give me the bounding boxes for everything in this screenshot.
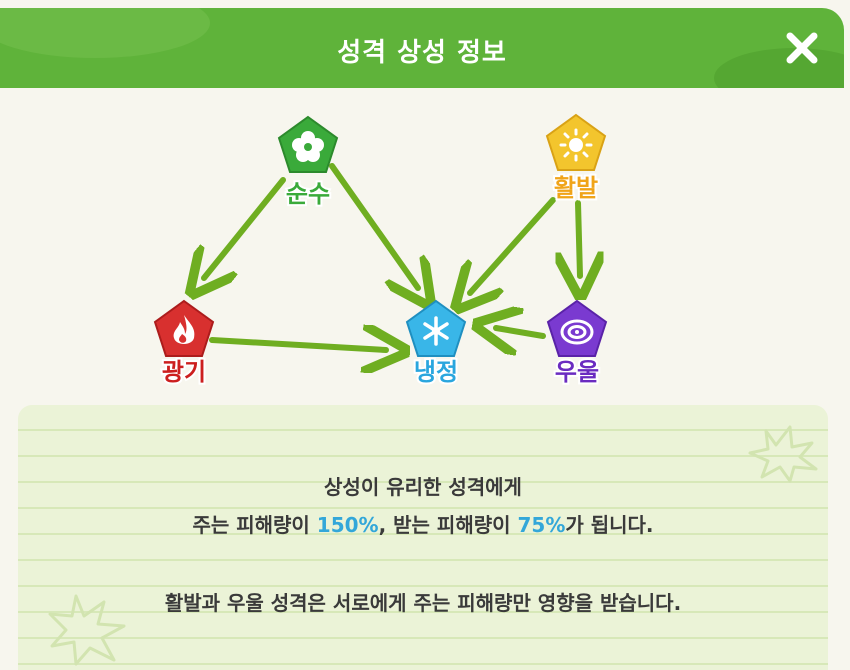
- personality-diagram: 순수 활발 광기: [0, 88, 850, 398]
- arrow-pure-to-cold: [329, 163, 418, 288]
- snowflake-icon: [405, 299, 467, 357]
- node-mania-label: 광기: [160, 356, 208, 388]
- damage-dealt-value: 150%: [316, 513, 379, 537]
- info-text: 가 됩니다.: [565, 513, 654, 537]
- star-decoration-icon: [48, 594, 126, 666]
- arrow-active-to-cold: [470, 197, 556, 293]
- star-decoration-icon: [748, 425, 818, 483]
- spiral-icon: [546, 299, 608, 357]
- node-pure-label: 순수: [284, 178, 332, 210]
- node-cold: [404, 298, 468, 362]
- sun-icon: [545, 113, 607, 171]
- arrow-mania-to-cold: [209, 340, 386, 350]
- flame-icon: [153, 299, 215, 357]
- popup-title: 성격 상성 정보: [337, 38, 507, 68]
- node-pure: [276, 114, 340, 178]
- close-button[interactable]: [784, 30, 820, 66]
- node-gloom: [545, 298, 609, 362]
- damage-taken-value: 75%: [517, 513, 566, 537]
- info-line-1: 상성이 유리한 성격에게: [324, 475, 522, 499]
- info-text: 주는 피해량이: [192, 513, 317, 537]
- info-card: 상성이 유리한 성격에게 주는 피해량이 150%, 받는 피해량이 75%가 …: [18, 405, 828, 670]
- info-line-2: 주는 피해량이 150%, 받는 피해량이 75%가 됩니다.: [18, 509, 828, 538]
- node-gloom-label: 우울: [553, 356, 601, 388]
- flower-icon: [277, 115, 339, 173]
- arrow-active-to-gloom: [578, 200, 580, 276]
- arrow-pure-to-mania: [204, 177, 286, 278]
- close-icon: [786, 32, 818, 64]
- arrow-gloom-to-cold: [496, 328, 546, 336]
- arrows-layer: [0, 163, 850, 398]
- node-cold-label: 냉정: [412, 356, 460, 388]
- node-active: [544, 112, 608, 176]
- node-active-label: 활발: [552, 172, 600, 204]
- node-mania: [152, 298, 216, 362]
- popup-header: 성격 상성 정보: [0, 8, 844, 88]
- info-line-3: 활발과 우울 성격은 서로에게 주는 피해량만 영향을 받습니다.: [164, 591, 682, 615]
- info-text: , 받는 피해량이: [378, 513, 518, 537]
